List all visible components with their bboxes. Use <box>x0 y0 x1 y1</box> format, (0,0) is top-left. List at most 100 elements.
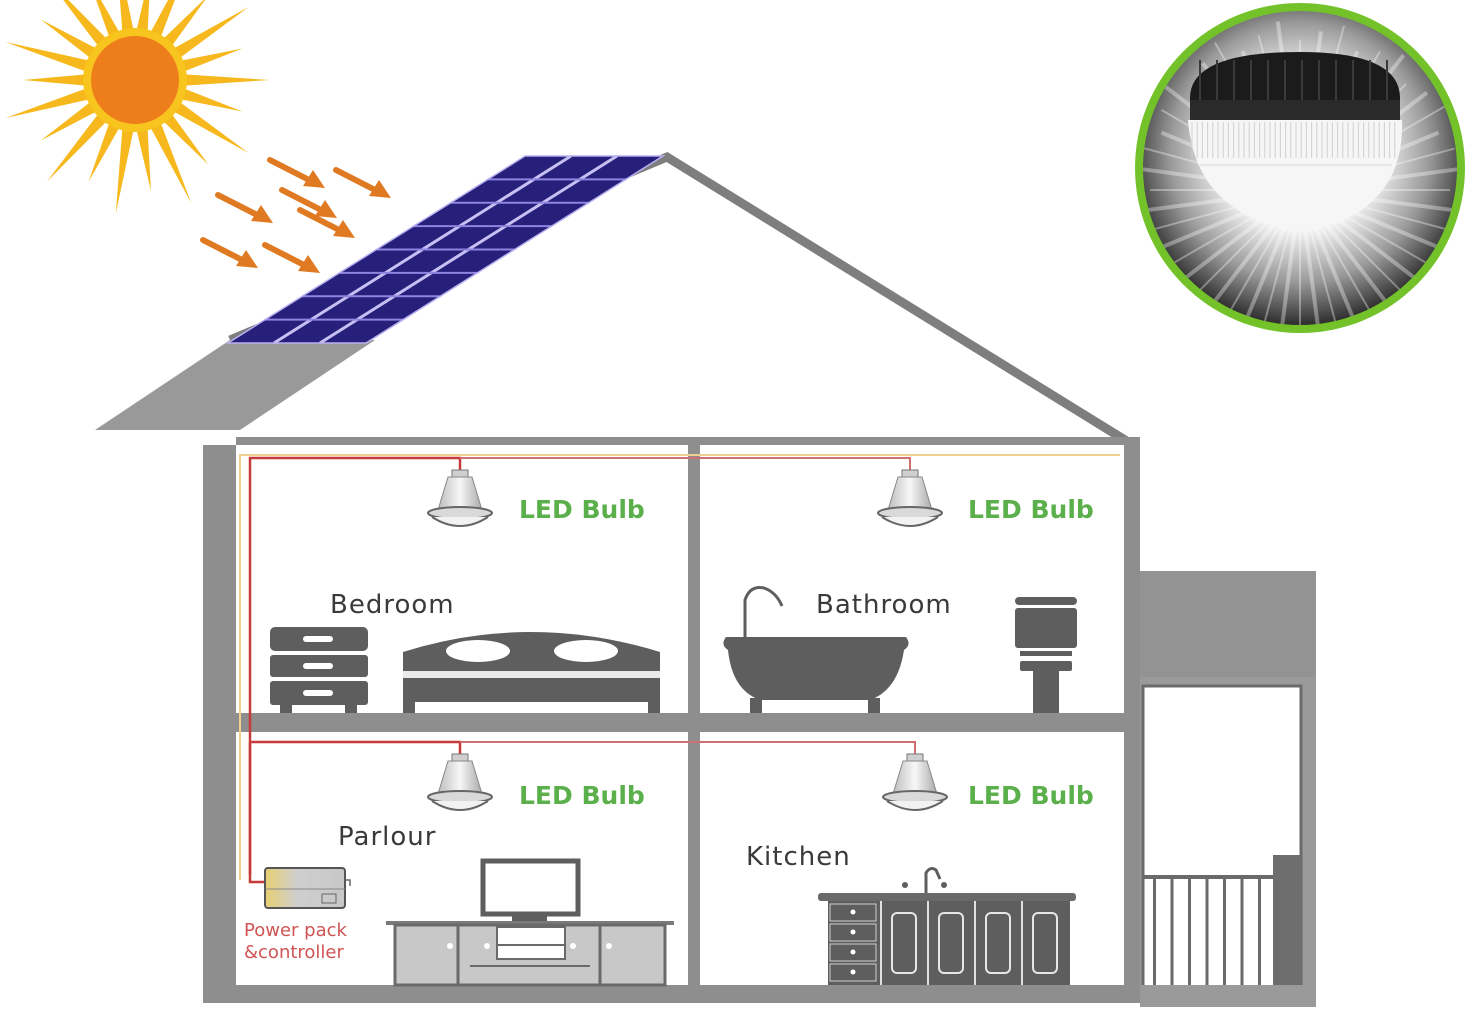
bulb-body <box>887 476 933 511</box>
sun-ray <box>88 120 121 182</box>
room-label-bathroom: Bathroom <box>816 590 952 620</box>
baluster <box>1205 879 1209 985</box>
dresser-icon <box>270 627 368 713</box>
kitchen-door-panel <box>985 912 1011 974</box>
sun-rays <box>5 0 270 214</box>
arrow-shaft <box>333 167 382 195</box>
bedroom-furniture <box>270 627 660 713</box>
room-label-bedroom: Bedroom <box>330 590 455 620</box>
arrow-head <box>251 205 273 223</box>
wire-lower-left <box>250 740 462 754</box>
toilet-icon <box>1015 597 1077 713</box>
baluster <box>1275 879 1279 985</box>
baluster <box>1153 879 1156 985</box>
arrow-head <box>303 170 325 188</box>
power-pack-icon <box>264 867 351 909</box>
wire-to-power-pack <box>248 742 266 884</box>
roof-eave-shade <box>95 340 375 430</box>
arrow-shaft <box>297 207 346 235</box>
solar-panel <box>225 154 666 345</box>
led-bulb-icon <box>877 469 943 527</box>
wire-upper-right <box>460 457 911 470</box>
sun-ray <box>179 48 243 73</box>
kitchen-counter-icon <box>818 893 1076 985</box>
sun-ray <box>171 100 249 153</box>
sun-ray <box>182 74 270 86</box>
sun-ray <box>171 7 249 60</box>
sunlight-arrows <box>200 157 391 273</box>
panel-frame <box>225 155 666 344</box>
parlour-furniture <box>386 858 674 987</box>
drawer-knob <box>850 969 856 975</box>
sun-ray <box>96 0 121 40</box>
sun-core <box>91 36 179 124</box>
sun-ray <box>119 0 134 34</box>
power-pack-label: Power pack &controller <box>244 920 347 964</box>
sun-ray <box>179 87 243 112</box>
arrow-head <box>315 200 337 218</box>
balcony-balusters <box>1153 879 1279 985</box>
baluster <box>1240 879 1244 985</box>
arrow-head <box>298 255 320 273</box>
arrow-shaft <box>267 157 316 185</box>
bulb-body <box>437 760 483 795</box>
led-bulb-icon <box>427 753 493 811</box>
bulb-body <box>437 476 483 511</box>
annex-floor <box>1140 985 1316 1005</box>
arrow-shaft <box>215 192 264 220</box>
sun-ray <box>149 120 192 203</box>
bulb-body <box>892 760 938 795</box>
roof <box>95 151 1140 449</box>
led-bulb-icon <box>882 753 948 811</box>
middle-floor <box>236 713 1140 732</box>
power-pack-label-line2: &controller <box>244 942 344 963</box>
bulb-diffuser <box>1188 120 1403 232</box>
sun-ray <box>40 19 99 60</box>
led-bulb-label-bathroom: LED Bulb <box>968 495 1094 524</box>
bulb-lens <box>431 800 489 811</box>
wire-upper-left <box>248 456 462 875</box>
sun-ray <box>5 87 91 119</box>
balcony-annex <box>1140 571 1316 1007</box>
bulb-diffuser-ribs <box>1191 122 1396 158</box>
sun-ray <box>40 100 99 141</box>
drawer-knob <box>850 949 856 955</box>
bulb-cap <box>906 753 924 762</box>
led-bulb-photo-inset <box>1135 3 1465 333</box>
power-pack-label-line1: Power pack <box>244 920 347 941</box>
tv-cabinet-icon <box>386 921 674 987</box>
sun-icon <box>5 0 270 214</box>
wiring <box>239 454 1120 884</box>
room-label-parlour: Parlour <box>338 822 437 852</box>
tv-icon <box>480 858 581 923</box>
kitchen-furniture <box>818 867 1076 985</box>
sun-ray <box>115 126 134 214</box>
arrow-shaft <box>279 187 328 215</box>
wire-yellow <box>239 454 1120 880</box>
bulb-lens <box>431 516 489 527</box>
sun-ray <box>23 74 88 86</box>
baluster <box>1223 879 1226 985</box>
sun-ray <box>149 0 175 40</box>
drawer-knob <box>850 909 856 915</box>
house-walls <box>203 445 1140 1003</box>
bathtub-icon <box>723 586 909 713</box>
room-label-kitchen: Kitchen <box>746 842 851 872</box>
arrow-head <box>236 250 258 268</box>
sun-ray <box>5 41 91 73</box>
bulb-cap <box>901 469 919 478</box>
bathroom-furniture <box>723 586 1077 713</box>
faucet-icon <box>902 867 947 893</box>
annex-roof <box>1140 571 1316 677</box>
wire-lower-right <box>460 741 916 754</box>
bulb-lens <box>881 516 939 527</box>
kitchen-drawers <box>829 903 877 982</box>
drawer-knob <box>850 929 856 935</box>
baluster <box>1258 879 1261 985</box>
sun-ray <box>63 0 109 48</box>
bulb-housing-ribs <box>1190 60 1400 120</box>
baluster <box>1188 879 1191 985</box>
baluster <box>1170 879 1174 985</box>
